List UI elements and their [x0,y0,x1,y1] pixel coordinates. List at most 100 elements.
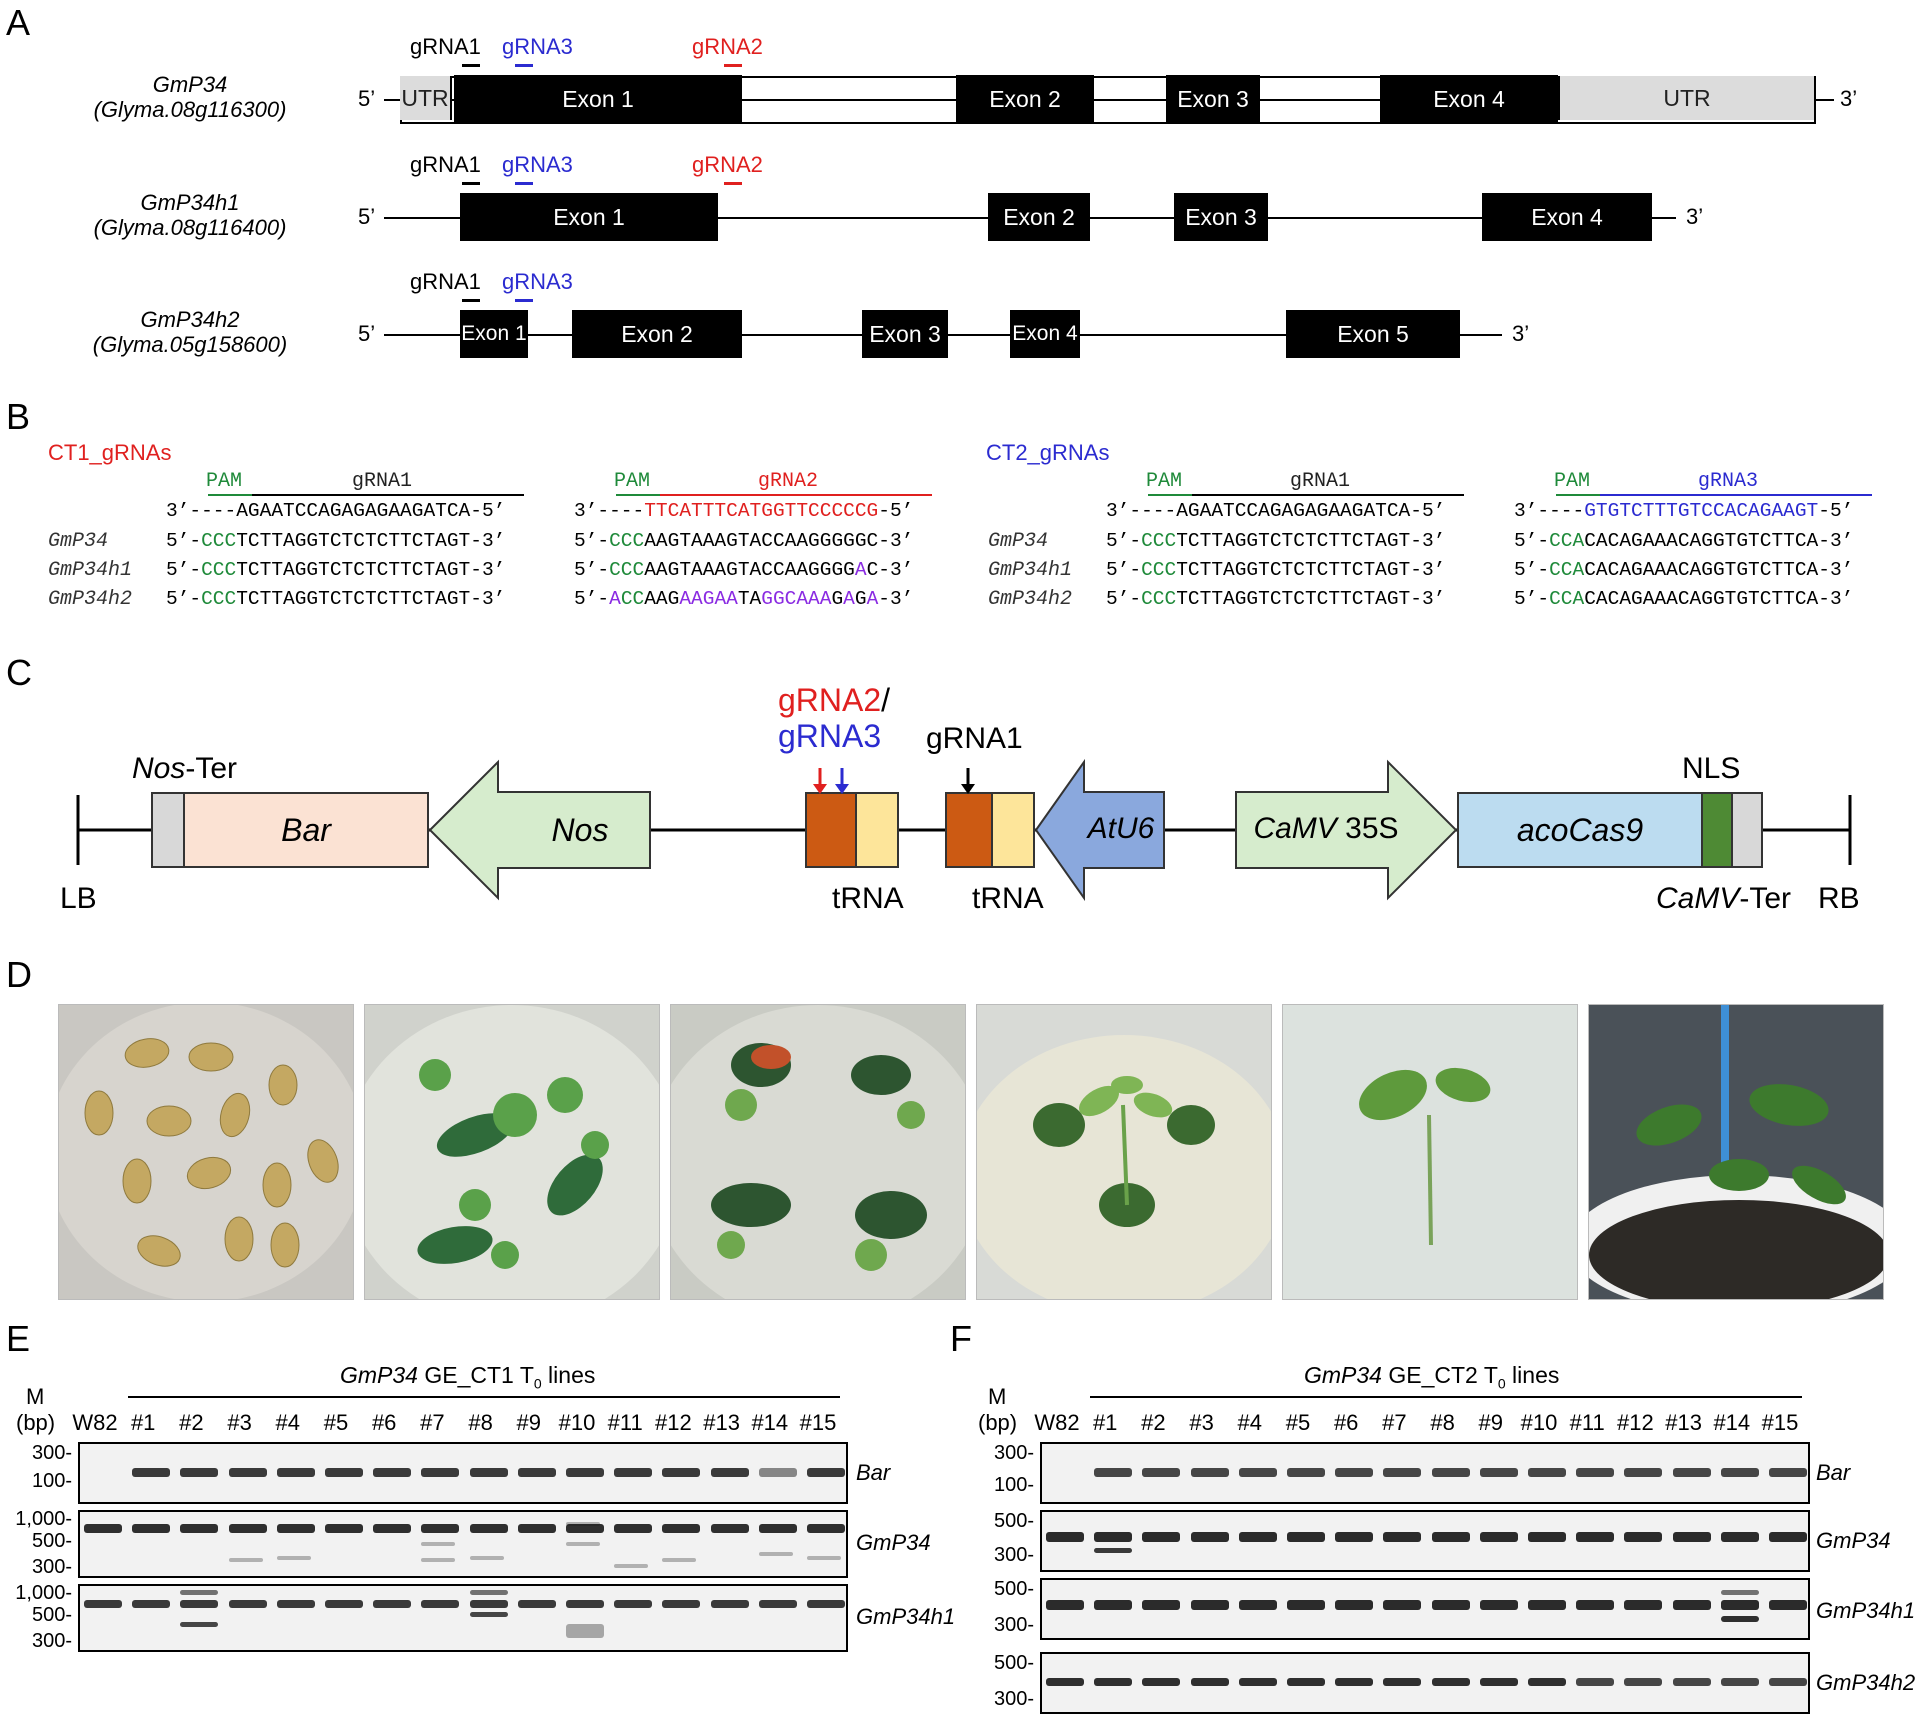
lane-label: #4 [275,1410,301,1435]
gel-band [132,1468,171,1477]
nls-label: NLS [1682,752,1741,785]
seq-part: C [866,559,879,581]
seq-part: 5’- [166,559,202,581]
tick-500: 500- [993,1510,1034,1532]
gel-band [1769,1678,1807,1686]
five-prime-label: 5’ [358,204,376,229]
grna3-seq-gmp34h1: 5’-CCACACAGAAACAGGTGTCTTCA-3’ [1514,559,1853,581]
tick-1000: 1,000- [15,1582,72,1604]
gel-band [710,1600,749,1608]
gel-band [325,1468,363,1477]
gel-band [710,1468,749,1477]
gel-band [1142,1468,1181,1477]
gel-band [180,1622,219,1627]
gel-band [1383,1468,1422,1477]
gel-band [1672,1678,1711,1686]
panel-label-f: F [950,1318,972,1359]
gel-band [1335,1468,1374,1477]
seq-part: AAG [644,588,680,610]
gel-band [1238,1532,1277,1542]
grna1-seq-gmp34h1: 5’-CCCTCTTAGGTCTCTCTTCTAGT-3’ [1106,559,1445,581]
gel-band [469,1590,508,1595]
gel-band [662,1524,701,1533]
label-part: gRNA2 [778,682,882,718]
seq-name: GmP34h1 [48,559,133,582]
lane-label: #6 [1333,1410,1359,1435]
tick-300: 300- [993,1614,1034,1636]
seq-part: A [749,588,762,610]
gel-band [84,1600,122,1608]
seq-part: 5’- [1106,588,1142,610]
seq-part: CCA [1549,530,1585,552]
gel-f-gmp34h2 [1040,1652,1810,1714]
gel-band [807,1468,845,1477]
grna1-bar [252,494,524,496]
grna1-spacer-box [945,792,993,868]
title-part: 0 [1497,1375,1506,1392]
gel-band [807,1600,845,1608]
acocas9-box [1457,792,1703,868]
gel-band [1431,1600,1470,1610]
grna1-seq-gmp34: 5’-CCCTCTTAGGTCTCTCTTCTAGT-3’ [166,530,505,552]
seq-part: TTCATTTCATGGTTCCCCCG [644,500,879,522]
gene-label-gmp34: GmP34 (Glyma.08g116300) [60,72,320,122]
seq-part: TCTTAGGTCTCTCTTCTAGT [236,588,471,610]
seq-part: AGAATCCAGAGAGAAGATCA [1176,500,1411,522]
grna1-mark [462,182,480,185]
seq-name: GmP34h1 [988,559,1073,582]
gel-band [1383,1532,1422,1542]
gel-band [758,1468,797,1477]
seq-part: 3’---- [166,500,237,522]
title-part: GmP34 [340,1362,418,1388]
grna1-label: gRNA1 [410,269,481,294]
atu6-label: AtU6 [1087,812,1155,845]
grna1-label: gRNA1 [410,34,481,59]
grna3-bar [1600,494,1872,496]
gel-band [614,1600,653,1608]
lane-label: #5 [323,1410,349,1435]
gel-band [469,1556,504,1560]
pam-bar [616,494,660,496]
gel-name-gmp34h1: GmP34h1 [1816,1598,1916,1623]
seq-part: TCTTAGGTCTCTCTTCTAGT [236,559,471,581]
lane-label: #3 [1189,1410,1214,1435]
gel-band [1624,1678,1663,1686]
gel-band [1046,1532,1084,1542]
gel-band [1094,1548,1133,1553]
seq-part: A [854,559,867,581]
gel-band [1624,1600,1663,1610]
seq-part: 5’- [574,559,610,581]
seq-part: -5’ [1818,500,1854,522]
pam-label: PAM [614,470,651,493]
gene-name: GmP34 [152,72,228,97]
seq-part: -3’ [878,559,914,581]
seq-part: 3’---- [1106,500,1177,522]
seq-part: CCC [1141,588,1177,610]
exon-5: Exon 5 [1286,310,1460,358]
gel-f-gmp34h1 [1040,1578,1810,1640]
rb-label: RB [1818,882,1860,915]
gel-band [614,1468,653,1477]
seq-part: AAGTAAAGTACCAAGGGG [644,559,855,581]
tick-300: 300- [993,1544,1034,1566]
gel-band [1528,1532,1566,1542]
seq-part: -3’ [1818,530,1854,552]
lane-label: #15 [799,1410,837,1435]
gel-band [1769,1468,1807,1477]
grna3-mark [515,64,533,67]
gel-band [1046,1600,1084,1610]
trna-box [991,792,1035,868]
seq-part: -3’ [1410,530,1446,552]
bar-box [183,792,429,868]
grna2-label: gRNA2 [692,152,763,177]
lines-bracket [1090,1396,1802,1398]
lane-label: #1 [130,1410,156,1435]
trna-label: tRNA [832,882,904,915]
gel-band [566,1600,604,1608]
trna-label: tRNA [972,882,1044,915]
gel-f-title: GmP34 GE_CT2 T0 lines [1304,1362,1559,1392]
gel-band [1720,1532,1759,1542]
gel-band [1479,1678,1518,1686]
gel-band [566,1624,604,1638]
title-part: lines [541,1362,596,1388]
